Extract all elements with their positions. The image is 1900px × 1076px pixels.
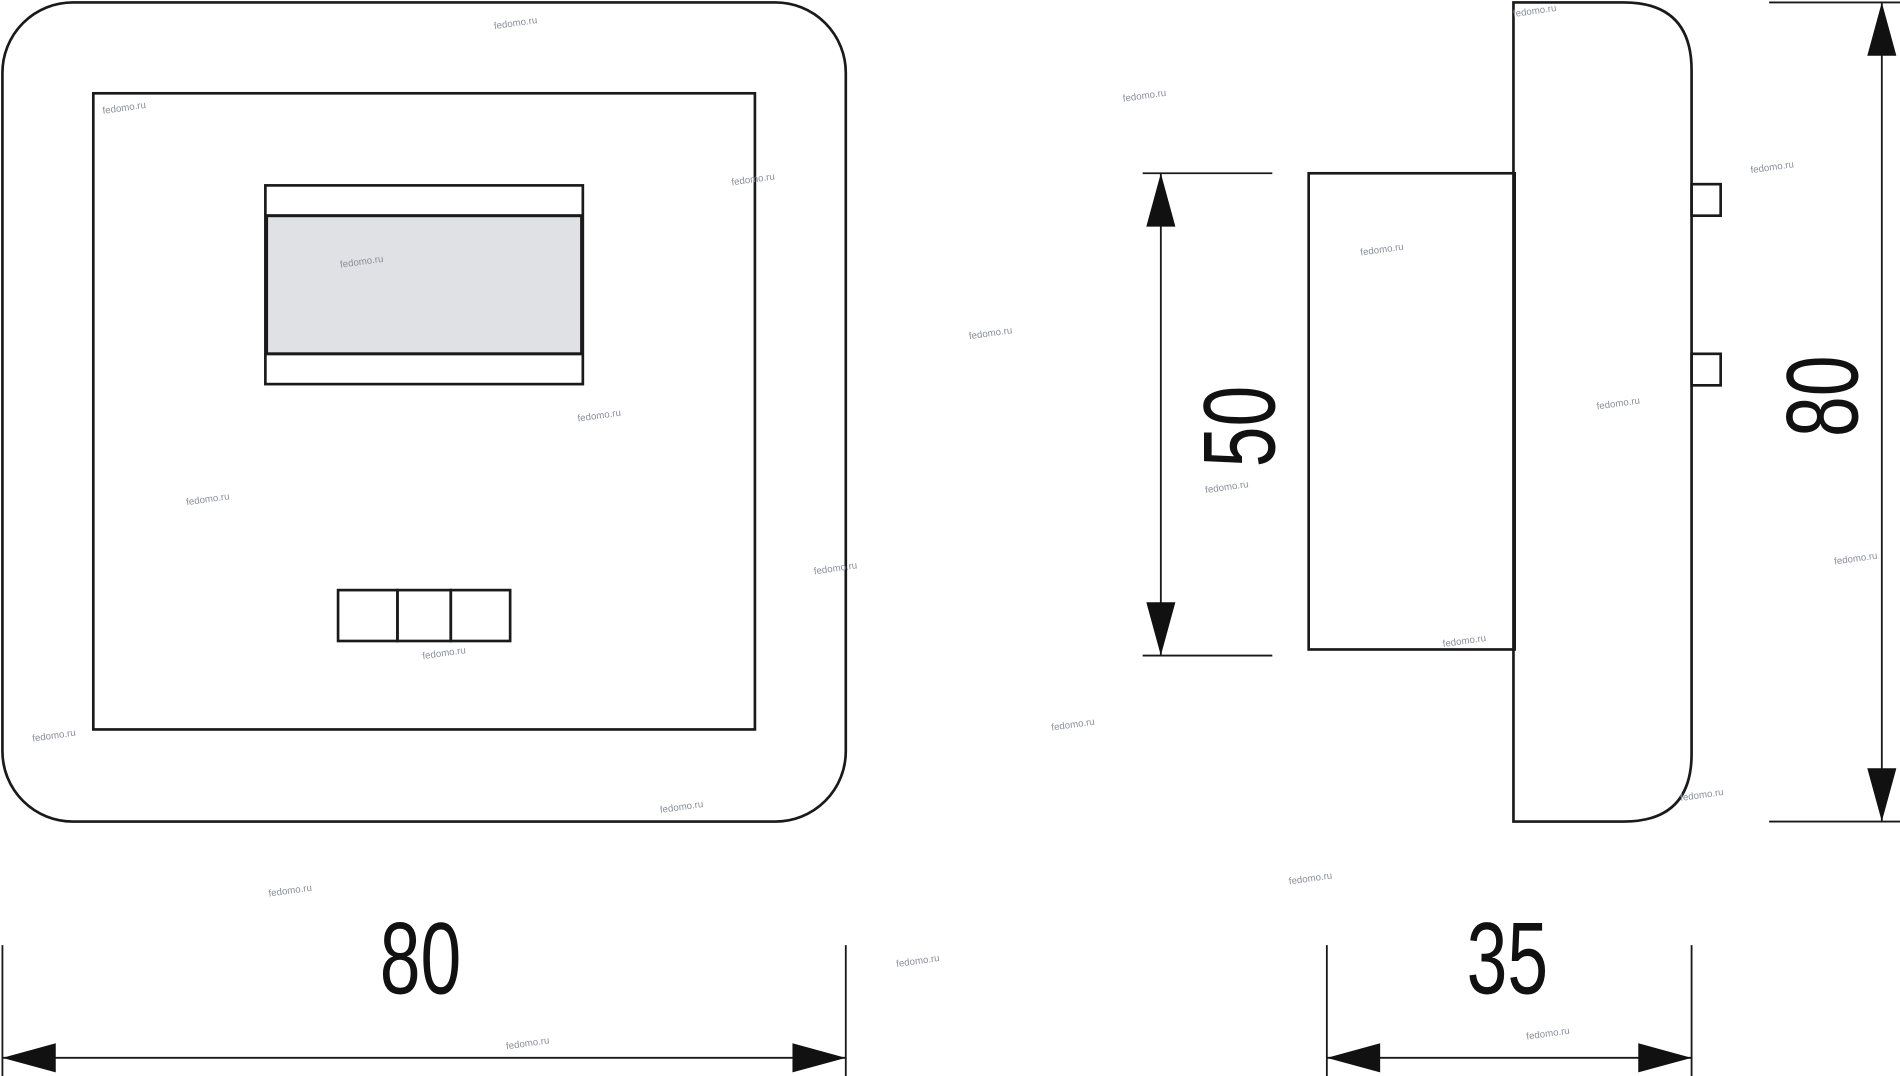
clip-bottom [1690,352,1722,387]
watermark: fedomo.ru [493,15,538,32]
arrow-up-icon [1146,173,1176,227]
watermark: fedomo.ru [1360,242,1405,259]
button-1 [336,588,399,643]
watermark: fedomo.ru [577,408,622,425]
arrow-left-icon [1326,1043,1381,1073]
arrow-right-icon [1638,1043,1692,1073]
watermark: fedomo.ru [422,645,467,662]
arrow-up-icon [1867,2,1897,56]
watermark: fedomo.ru [1512,3,1557,20]
arrow-right-icon [792,1043,846,1073]
watermark: fedomo.ru [1750,159,1795,176]
clip-top [1690,182,1722,218]
watermark: fedomo.ru [968,325,1013,342]
watermark: fedomo.ru [1205,479,1250,496]
width-label: 80 [380,902,462,1016]
side-view [1307,1,1722,823]
body-height-dimension: 50 [1142,172,1297,657]
watermark: fedomo.ru [1051,717,1096,734]
arrow-left-icon [2,1043,56,1073]
watermark: fedomo.ru [185,491,230,508]
watermark: fedomo.ru [1122,88,1167,105]
outer-frame [1,1,848,823]
watermark: fedomo.ru [659,799,704,816]
watermark: fedomo.ru [813,560,858,577]
front-view [1,1,848,823]
width-dimension: 80 [1,902,847,1076]
button-3 [449,588,512,643]
depth-label: 35 [1467,902,1549,1016]
watermark: fedomo.ru [1596,396,1641,413]
inner-plate [91,91,757,731]
depth-dimension: 35 [1325,902,1693,1076]
buttons-block [336,588,512,643]
body-height-label: 50 [1183,386,1297,468]
watermark: fedomo.ru [102,100,147,117]
watermark: fedomo.ru [1526,1026,1571,1043]
watermark: fedomo.ru [1442,633,1487,650]
total-height-label: 80 [1766,355,1880,437]
side-frame [1512,1,1693,823]
display-screen [265,214,584,356]
arrow-down-icon [1867,768,1897,822]
watermark: fedomo.ru [731,171,776,188]
back-box [1307,171,1517,651]
watermark: fedomo.ru [1833,551,1878,568]
watermark: fedomo.ru [896,953,941,970]
watermark: fedomo.ru [268,883,313,900]
watermarks: fedomo.ru fedomo.ru fedomo.ru fedomo.ru … [32,3,1879,1052]
watermark: fedomo.ru [1288,871,1333,888]
total-height-dimension: 80 [1766,1,1900,823]
watermark: fedomo.ru [505,1035,550,1052]
watermark: fedomo.ru [32,728,77,745]
button-2 [396,588,453,643]
arrow-down-icon [1146,602,1176,656]
